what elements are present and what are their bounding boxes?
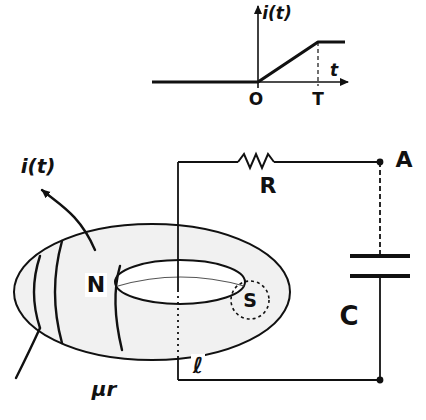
current-graph	[152, 6, 348, 88]
time-label: T	[310, 90, 326, 109]
node-label: A	[393, 148, 414, 172]
circuit-wire	[178, 154, 410, 383]
toroid	[14, 224, 290, 360]
axis-label: t	[328, 61, 340, 80]
origin-label: O	[247, 90, 265, 109]
permeability-label: μr	[90, 378, 119, 400]
axis-label: i(t)	[260, 4, 294, 23]
section-label: S	[241, 290, 259, 311]
length-label: ℓ	[191, 354, 205, 378]
capacitor-label: C	[337, 302, 360, 331]
coil-winding	[16, 190, 122, 378]
turns-label: N	[85, 273, 107, 297]
resistor-label: R	[258, 174, 279, 198]
current-label: i(t)	[19, 155, 58, 177]
